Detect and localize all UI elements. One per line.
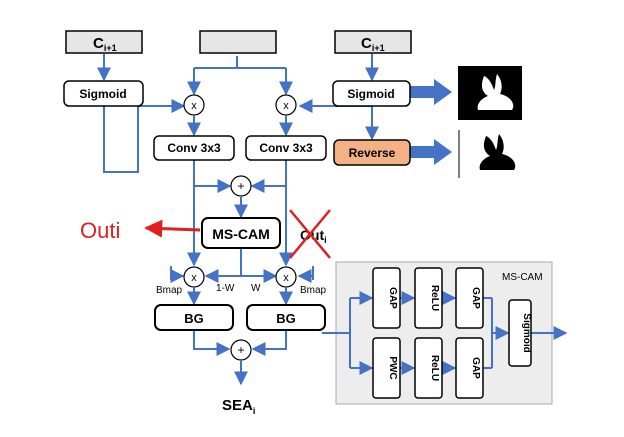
multiply-symbol: x — [191, 100, 197, 112]
add-node-top — [230, 175, 252, 197]
mscam-bottom-pwc-label: PWC — [387, 356, 398, 379]
conv-left-label: Conv 3x3 — [167, 141, 221, 155]
c-left-input-box — [65, 30, 143, 54]
conv-right-block — [245, 135, 327, 161]
mscam-bottom-gap-label: GAP — [470, 357, 481, 379]
mscam-label: MS-CAM — [212, 226, 270, 242]
multiply-symbol: x — [283, 272, 289, 284]
arrow-to-reverse-mask — [410, 139, 452, 165]
mscam-sigmoid-label: Sigmoid — [521, 313, 532, 352]
out-label: Outi — [80, 218, 120, 243]
sigmoid-left-block — [63, 80, 144, 107]
sigmoid-right-block — [332, 80, 411, 107]
sigmoid-mask-image — [458, 66, 522, 120]
mscam-top-relu-block — [414, 267, 443, 329]
reverse-label: Reverse — [349, 146, 396, 160]
mscam-top-relu-label: ReLU — [429, 285, 440, 311]
conv-right-label: Conv 3x3 — [259, 141, 313, 155]
mscam-bottom-gap-block — [455, 337, 484, 399]
mscam-bottom-relu-block — [414, 337, 443, 399]
multiply-symbol: x — [283, 100, 289, 112]
cross-line-b — [289, 209, 331, 259]
reverse-mask-image — [458, 128, 522, 180]
feature-input-box — [199, 30, 277, 54]
mscam-bottom-pwc-block — [372, 337, 401, 399]
multiply-node-top-right — [275, 94, 297, 116]
bg-right-label: BG — [276, 311, 296, 326]
mscam-detail-panel: MS-CAM GAP ReLU GAP PWC ReLU GAP Sigmoid — [322, 261, 568, 405]
c-left-label: Ci+1 — [93, 35, 117, 53]
multiply-node-top-left — [183, 94, 205, 116]
weight-left-label: 1-W — [216, 283, 235, 294]
arrow-to-mask — [410, 79, 452, 105]
weight-right-label: W — [251, 283, 261, 294]
bmap-left-label: Bmap — [156, 285, 183, 296]
bg-left-label: BG — [184, 311, 204, 326]
mscam-top-gap-label: GAP — [387, 287, 398, 309]
out-arrow — [144, 219, 201, 238]
bg-right-block — [246, 304, 326, 331]
c-right-label: Ci+1 — [361, 35, 385, 53]
c-right-input-box — [334, 30, 412, 54]
sea-output-label: SEAi — [222, 397, 255, 416]
sigmoid-left-label: Sigmoid — [79, 87, 126, 101]
add-symbol: + — [237, 343, 244, 357]
sigmoid-right-label: Sigmoid — [347, 87, 394, 101]
bg-left-block — [154, 304, 234, 331]
add-symbol: + — [237, 179, 244, 193]
mscam-sigmoid-block — [508, 299, 532, 367]
multiply-node-bottom-left — [183, 266, 205, 288]
mscam-top-gap2-label: GAP — [470, 287, 481, 309]
mscam-panel-title: MS-CAM — [502, 272, 543, 283]
mscam-top-gap-block — [372, 267, 401, 329]
conv-left-block — [153, 135, 235, 161]
multiply-node-bottom-right — [275, 266, 297, 288]
reverse-block — [333, 139, 411, 166]
mscam-top-gap2-block — [455, 267, 484, 329]
mscam-block — [201, 217, 281, 249]
multiply-symbol: x — [191, 272, 197, 284]
mscam-bottom-relu-label: ReLU — [429, 355, 440, 381]
bmap-right-label: Bmap — [300, 285, 327, 296]
add-node-bottom — [230, 339, 252, 361]
